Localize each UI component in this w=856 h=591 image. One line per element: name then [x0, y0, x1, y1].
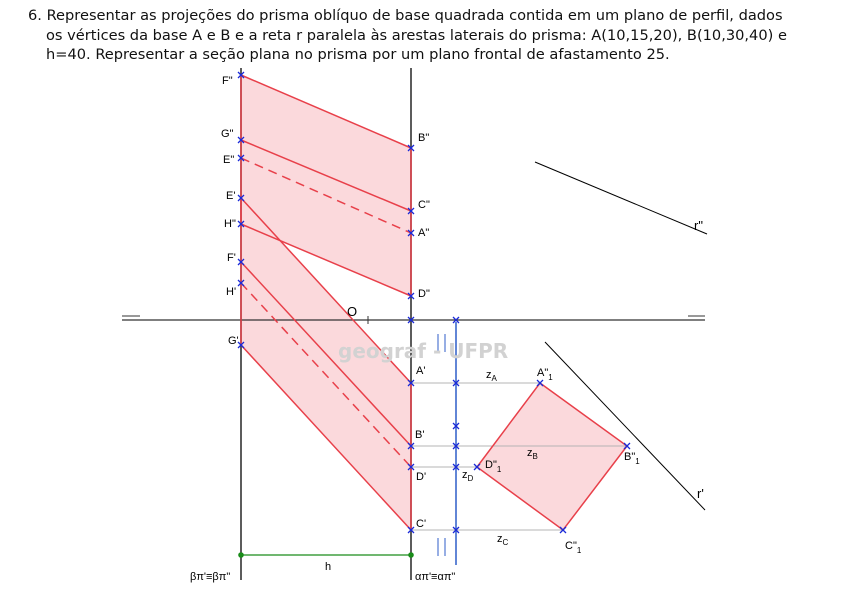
problem-line-1: 6. Representar as projeções do prisma ob… [28, 7, 783, 24]
top-view-fill [241, 198, 411, 530]
marker-b1 [407, 442, 415, 450]
label-z-c: zC [497, 533, 509, 547]
label-z-d: zD [462, 469, 474, 483]
prism-edges [240, 74, 629, 532]
marker-ref-1 [452, 422, 460, 430]
edge-top-e-a [240, 197, 412, 384]
label-h1: H' [226, 286, 236, 298]
h-segment [238, 552, 414, 558]
label-r2: r" [694, 218, 703, 233]
label-a2: A" [418, 227, 429, 239]
marker-ref-d [452, 463, 460, 471]
label-b1: B' [415, 429, 424, 441]
edge-top-g-c [240, 344, 412, 531]
label-c1: C' [416, 518, 426, 530]
construction-lines [411, 382, 627, 531]
label-d3: D"1 [485, 459, 502, 474]
label-z-b: zB [527, 447, 538, 461]
marker-ref-b [452, 442, 460, 450]
marker-a1 [407, 379, 415, 387]
marker-b2 [407, 144, 415, 152]
label-g1: G' [228, 335, 239, 347]
marker-e1 [237, 194, 245, 202]
marker-d2 [407, 292, 415, 300]
label-d1: D' [416, 471, 426, 483]
label-e1: E' [226, 190, 235, 202]
marker-f2 [237, 71, 245, 79]
marker-ref-c [452, 526, 460, 534]
marker-h1 [237, 279, 245, 287]
marker-ref-a [452, 379, 460, 387]
prism-faces [241, 75, 627, 530]
edge-frontal-g-c [240, 139, 412, 212]
marker-d3 [473, 463, 481, 471]
label-h2: H" [224, 218, 236, 230]
edge-top-f-b [240, 261, 412, 447]
label-z-a: zA [486, 369, 498, 383]
edge-frontal-h-d [240, 223, 412, 297]
marker-b3 [623, 442, 631, 450]
edge-frontal-f-b [240, 74, 412, 149]
problem-line-2: os vértices da base A e B e a reta r par… [46, 26, 787, 44]
marker-c1 [407, 526, 415, 534]
marker-g2 [237, 136, 245, 144]
marker-ground-alpha [407, 316, 415, 324]
ground-line [122, 315, 705, 324]
line-r [534, 161, 708, 511]
label-h: h [325, 561, 331, 573]
auxiliary-reference-line [437, 322, 457, 565]
label-c3: C"1 [565, 540, 582, 555]
marker-d1 [407, 463, 415, 471]
marker-e2 [237, 154, 245, 162]
marker-ground-ref [452, 316, 460, 324]
line-r-top [544, 341, 706, 511]
label-c2: C" [418, 199, 430, 211]
cote-labels: zA zB zD zC A"1 B"1 C"1 D"1 [462, 367, 640, 555]
marker-c3 [559, 526, 567, 534]
label-b3: B"1 [624, 451, 640, 466]
line-r-frontal [534, 161, 708, 235]
problem-line-3: h=40. Representar a seção plana no prism… [46, 46, 670, 63]
label-beta: βπ'≡βπ" [190, 571, 230, 583]
problem-statement: 6. Representar as projeções do prisma ob… [28, 6, 828, 65]
label-f2: F" [222, 75, 233, 87]
label-origin: O [347, 304, 357, 319]
label-alpha: απ'≡απ" [415, 571, 455, 583]
marker-f1 [237, 258, 245, 266]
marker-g1 [237, 341, 245, 349]
label-g2: G" [221, 128, 234, 140]
label-a3: A"1 [537, 367, 553, 382]
marker-c2 [407, 207, 415, 215]
watermark: geograf - UFPR [338, 339, 508, 363]
edge-top-h-d-hidden [240, 282, 412, 468]
label-e2: E" [223, 154, 234, 166]
marker-a2 [407, 229, 415, 237]
point-labels: F" G" E" E' H" F' H' G' B" C" A" D" A' B… [190, 75, 704, 583]
label-b2: B" [418, 132, 429, 144]
edge-frontal-e-a-hidden [240, 157, 412, 234]
marker-a3 [536, 379, 544, 387]
point-markers [237, 71, 631, 534]
label-r1: r' [697, 486, 704, 501]
label-a1: A' [416, 365, 425, 377]
label-f1: F' [227, 252, 236, 264]
marker-h2 [237, 220, 245, 228]
label-d2: D" [418, 288, 430, 300]
